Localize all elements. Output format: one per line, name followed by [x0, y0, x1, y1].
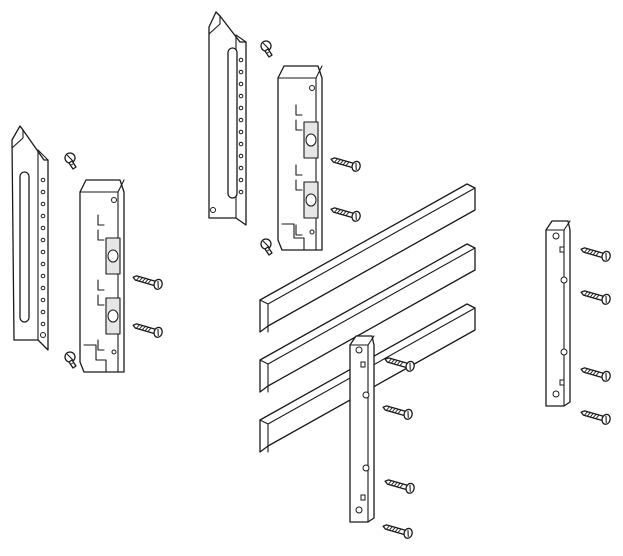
screw-long-6 — [381, 401, 414, 421]
bracket-holes-top — [238, 57, 244, 195]
screw-long-8 — [381, 520, 414, 540]
clamp-block-left — [79, 179, 125, 373]
screw-long-1 — [131, 271, 164, 291]
screw-small-1 — [260, 40, 273, 58]
bracket-holes-left — [40, 177, 46, 327]
screw-long-3 — [329, 153, 362, 173]
screw-long-2 — [131, 319, 164, 339]
screw-long-7 — [383, 475, 416, 495]
screw-small-4 — [64, 351, 77, 369]
screw-small-2 — [260, 238, 273, 256]
screw-small-3 — [64, 152, 77, 170]
screw-long-9 — [579, 243, 612, 263]
flat-bar-2 — [259, 243, 476, 393]
screw-long-12 — [579, 406, 612, 426]
screw-long-10 — [579, 286, 612, 306]
spacer-strip-center — [349, 335, 375, 523]
screw-long-11 — [579, 363, 612, 383]
clamp-block-top — [277, 65, 323, 251]
screw-long-4 — [329, 203, 362, 223]
spacer-strip-right — [545, 220, 571, 407]
rail-bracket-top — [208, 11, 247, 226]
rail-bracket-left — [11, 125, 49, 351]
flat-bar-1 — [259, 183, 476, 333]
